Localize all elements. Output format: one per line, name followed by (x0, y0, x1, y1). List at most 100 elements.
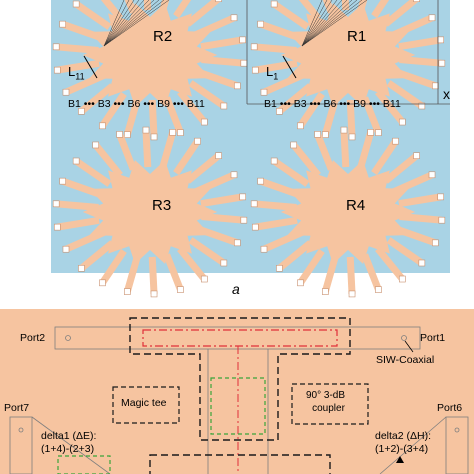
finger-tip (99, 122, 106, 130)
finger-tip (428, 14, 436, 22)
finger-tip (52, 200, 60, 208)
feed-line (103, 0, 165, 47)
branch-dots: ••• (113, 98, 125, 110)
finger-tip (240, 216, 248, 224)
length-label-l1-main: L (266, 64, 274, 79)
feed-line (301, 0, 353, 47)
finger-tip (314, 131, 321, 138)
branch-dots: ••• (279, 98, 291, 110)
finger-tip (413, 152, 420, 159)
length-label-l11-sub: 11 (75, 71, 85, 82)
length-label-l1-sub: 1 (273, 71, 279, 82)
finger-tip (437, 193, 444, 201)
diagonal-feed-right (379, 416, 447, 474)
finger (272, 158, 310, 187)
branch-b6: B6 (323, 98, 337, 110)
feed-line (301, 0, 323, 47)
element-body (280, 3, 416, 107)
finger (163, 96, 184, 134)
feed-line (301, 0, 338, 47)
finger-tip (322, 288, 329, 295)
port7-label: Port7 (4, 402, 30, 414)
finger-tip (124, 288, 131, 295)
finger-tip (177, 129, 184, 136)
finger (272, 1, 310, 30)
finger (200, 193, 244, 208)
finger (148, 99, 158, 138)
figure-b-board (0, 309, 474, 474)
finger (116, 133, 137, 171)
finger-tip (142, 126, 150, 134)
finger-tip (392, 137, 399, 145)
finger (399, 213, 443, 224)
finger (55, 200, 99, 211)
antenna-element-r2 (52, 0, 248, 141)
antenna-petals (52, 0, 446, 298)
finger (188, 237, 226, 266)
antenna-element-r1 (250, 0, 446, 141)
finger (142, 129, 152, 168)
finger-tip (230, 171, 238, 179)
length-label-l11-main: L (68, 64, 76, 79)
finger-tip (215, 152, 222, 159)
feed-line (103, 0, 150, 47)
finger (185, 152, 221, 184)
finger-tip (124, 131, 131, 138)
finger (177, 246, 208, 282)
port2-label: Port2 (20, 332, 46, 344)
feed-line (103, 0, 145, 47)
finger (386, 237, 424, 266)
finger (375, 246, 406, 282)
delta2-line2: (1+2)-(3+4) (375, 443, 429, 455)
branch-dots: ••• (143, 98, 155, 110)
coupler-label-line1: 90° 3-dB (306, 390, 346, 401)
finger-tip (375, 286, 382, 293)
finger-tip (116, 131, 123, 138)
finger (56, 59, 100, 74)
port6-label: Port6 (437, 402, 463, 414)
element-body (82, 3, 218, 107)
finger (386, 80, 424, 109)
finger (99, 248, 127, 285)
finger-tip (432, 239, 439, 247)
finger-tip (297, 279, 304, 287)
finger (79, 240, 115, 272)
finger-tip (250, 43, 258, 51)
axis-x-label: x (443, 86, 450, 102)
delta2-line1: delta2 (ΔH): (375, 430, 432, 442)
finger-tip (270, 0, 278, 8)
finger (361, 253, 382, 291)
finger (346, 99, 356, 138)
branch-dots: ••• (172, 98, 184, 110)
finger (188, 80, 226, 109)
feed-line (301, 0, 348, 47)
finger-tip (194, 137, 201, 145)
branch-dots: ••• (83, 98, 95, 110)
finger (201, 213, 245, 224)
finger-tip (72, 157, 80, 165)
magic-tee-outline (129, 317, 351, 441)
finger (371, 139, 399, 176)
finger-tip (54, 66, 61, 74)
finger (398, 36, 442, 51)
region-label-r2: R2 (153, 28, 173, 45)
finger (253, 200, 297, 211)
branch-b9: B9 (157, 98, 170, 110)
finger (56, 216, 100, 231)
finger (254, 216, 298, 231)
finger-tip (375, 129, 382, 136)
finger-tip (428, 171, 436, 179)
finger-tip (250, 200, 258, 208)
finger-tip (270, 157, 278, 165)
branch-row-right: B1 ••• B3 ••• B6 ••• B9 ••• B11 (264, 98, 401, 110)
finger (297, 248, 325, 285)
port6-coax (454, 427, 460, 433)
finger (314, 133, 335, 171)
branch-b3: B3 (293, 98, 307, 110)
feed-line (301, 0, 358, 47)
branch-dots: ••• (339, 98, 351, 110)
magic-tee-label-box (112, 386, 180, 424)
finger-tip (220, 259, 228, 267)
finger (399, 56, 443, 67)
